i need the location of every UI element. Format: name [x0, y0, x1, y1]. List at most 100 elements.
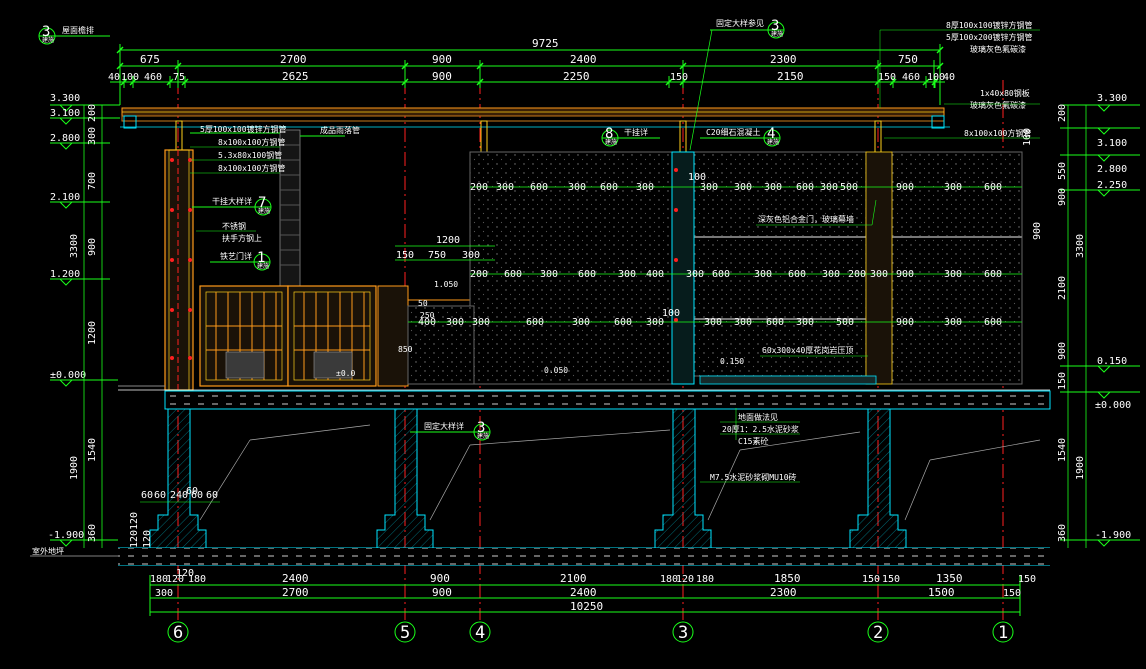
pdim-m0: 200 — [470, 269, 488, 280]
note-floor-0: 地面做法见 — [738, 412, 778, 422]
dim-top-2150: 2150 — [777, 70, 804, 83]
dim-row3-texts: 40 100 460 75 2625 900 2250 150 2150 150… — [108, 70, 955, 83]
pdim-u1: 300 — [496, 182, 514, 193]
dim-top-900b: 900 — [432, 70, 452, 83]
pdim-u2: 600 — [530, 182, 548, 193]
dim-top-40a: 40 — [108, 72, 120, 83]
axis-bubbles: 6 5 4 3 2 1 — [167, 621, 1014, 643]
bdim2-300: 300 — [155, 588, 173, 599]
ldim-900: 900 — [87, 238, 98, 256]
fill-lines — [199, 424, 1041, 521]
rdim-1900: 1900 — [1075, 456, 1086, 480]
pdim-l4: 300 — [572, 317, 590, 328]
pdim-m5: 400 — [646, 269, 664, 280]
rdim-2100: 2100 — [1057, 276, 1068, 300]
callout-c20: 4 建施 C20细石混凝土 — [700, 126, 781, 147]
pdim-m15: 600 — [984, 269, 1002, 280]
pdim-m1: 600 — [504, 269, 522, 280]
dim-top-40b: 40 — [943, 72, 955, 83]
callout-title-sheet: 建施 — [42, 36, 54, 44]
axis-label-2: 2 — [873, 623, 883, 643]
callout-dry-hang: 8 建施 干挂详 — [601, 126, 660, 147]
callout-8-num: 8 — [605, 126, 613, 142]
rdim-200: 200 — [1057, 104, 1068, 122]
callout-base-detail: 3 建施 固定大样详 — [410, 420, 491, 441]
detail-callout-title: 3 建施 屋面檐排 — [38, 24, 110, 45]
lvl-r-3100: 3.100 — [1097, 138, 1127, 149]
callout-7-num: 7 — [258, 195, 266, 211]
dim-top-100a: 100 — [121, 72, 139, 83]
bdim2-2400: 2400 — [570, 586, 597, 599]
bdim-180c: 180 — [660, 574, 678, 585]
ldim-1200: 1200 — [87, 321, 98, 345]
callout-gate-sheet: 建施 — [257, 262, 269, 270]
left-dim-texts: 200 300 700 3300 900 1200 1900 1540 360 — [69, 104, 98, 542]
callout-c20-num: 4 — [767, 126, 775, 142]
dim-top-460b: 460 — [902, 72, 920, 83]
left-vertical-dims — [83, 105, 103, 548]
fdim-60a: 60 — [141, 490, 153, 501]
pdim-l6: 300 — [646, 317, 664, 328]
small-50: 50 — [418, 299, 428, 308]
rail-dims: 1200 150 750 300 — [396, 235, 480, 261]
right-level-marks — [1060, 104, 1140, 547]
pdim-l3: 600 — [526, 317, 544, 328]
bdim-900a: 900 — [430, 572, 450, 585]
note-granite-block: 60x300x40厚花岗岩压顶 — [760, 345, 868, 357]
callout-c20-sheet: 建施 — [767, 138, 779, 146]
lvl-l-1200: 1.200 — [50, 269, 80, 280]
note-door: 深灰色铝合金门，玻璃幕墙 — [758, 214, 854, 224]
dim-total-top: 9725 — [532, 37, 559, 50]
callout-canopy-label: 固定大样参见 — [716, 18, 764, 28]
note-left-1: 8x100x100方钢管 — [218, 137, 285, 147]
downpipe-column — [279, 129, 301, 289]
bdim-150c: 150 — [1018, 574, 1036, 585]
dim-top-150a: 150 — [670, 72, 688, 83]
dim-top-460a: 460 — [144, 72, 162, 83]
dim-top-75: 75 — [173, 72, 185, 83]
pdim-m13: 900 — [896, 269, 914, 280]
bdim-total: 10250 — [570, 600, 603, 613]
note-floor-1: 20厚1：2.5水泥砂浆 — [722, 424, 799, 434]
left-wall — [164, 149, 194, 391]
pdim-u3: 300 — [568, 182, 586, 193]
pdim-u8: 300 — [764, 182, 782, 193]
pdim-u14: 600 — [984, 182, 1002, 193]
panel-dims-upper: 200 300 600 300 600 300 300 300 300 600 … — [470, 182, 1002, 193]
pdim-u11: 500 — [840, 182, 858, 193]
callout-title-num: 3 — [42, 24, 50, 40]
rail-dim-300: 300 — [462, 250, 480, 261]
bdim-150a: 150 — [862, 574, 880, 585]
rdim-100: 100 — [1022, 128, 1033, 146]
note-door-block: 深灰色铝合金门，玻璃幕墙 — [756, 199, 877, 226]
pdim-u6: 300 — [700, 182, 718, 193]
lvl-r-m1900: -1.900 — [1095, 530, 1131, 541]
lvl-l-3100: 3.100 — [50, 108, 80, 119]
note-left-3: 8x100x100方钢管 — [218, 163, 285, 173]
fdim-60b: 60 — [154, 490, 166, 501]
pdim-m11: 200 — [848, 269, 866, 280]
callout-base-label: 固定大样详 — [424, 421, 464, 431]
pdim-l7: 300 — [704, 317, 722, 328]
callout-7-sheet: 建施 — [258, 207, 270, 215]
note-tr-0: 8厚100x100镀锌方钢管 — [946, 20, 1033, 30]
ldim-200: 200 — [87, 104, 98, 122]
dim-top-2250: 2250 — [563, 70, 590, 83]
dim-row2-texts: 675 2700 900 2400 2300 750 — [140, 53, 918, 66]
small-250: 250 — [420, 311, 435, 320]
pdim-m12: 300 — [870, 269, 888, 280]
bdim-2400a: 2400 — [282, 572, 309, 585]
callout-title-label: 屋面檐排 — [62, 25, 94, 35]
axis-label-4: 4 — [475, 623, 485, 643]
note-left-0: 5厚100x100镀锌方钢管 — [200, 124, 287, 134]
pdim-m6: 300 — [686, 269, 704, 280]
bdim-150b: 150 — [882, 574, 900, 585]
fdim-240: 240 — [170, 490, 188, 501]
note-r2-1: 玻璃灰色氟碳漆 — [970, 100, 1026, 110]
callout-gate-label: 铁艺门详 — [220, 251, 252, 261]
bdim-180a: 180 — [150, 574, 168, 585]
bdim2-2700: 2700 — [282, 586, 309, 599]
pdim-m9: 600 — [788, 269, 806, 280]
bottom-row2: 300 2700 900 2400 2300 1500 150 — [155, 586, 1021, 599]
callout-base-num: 3 — [477, 420, 485, 436]
